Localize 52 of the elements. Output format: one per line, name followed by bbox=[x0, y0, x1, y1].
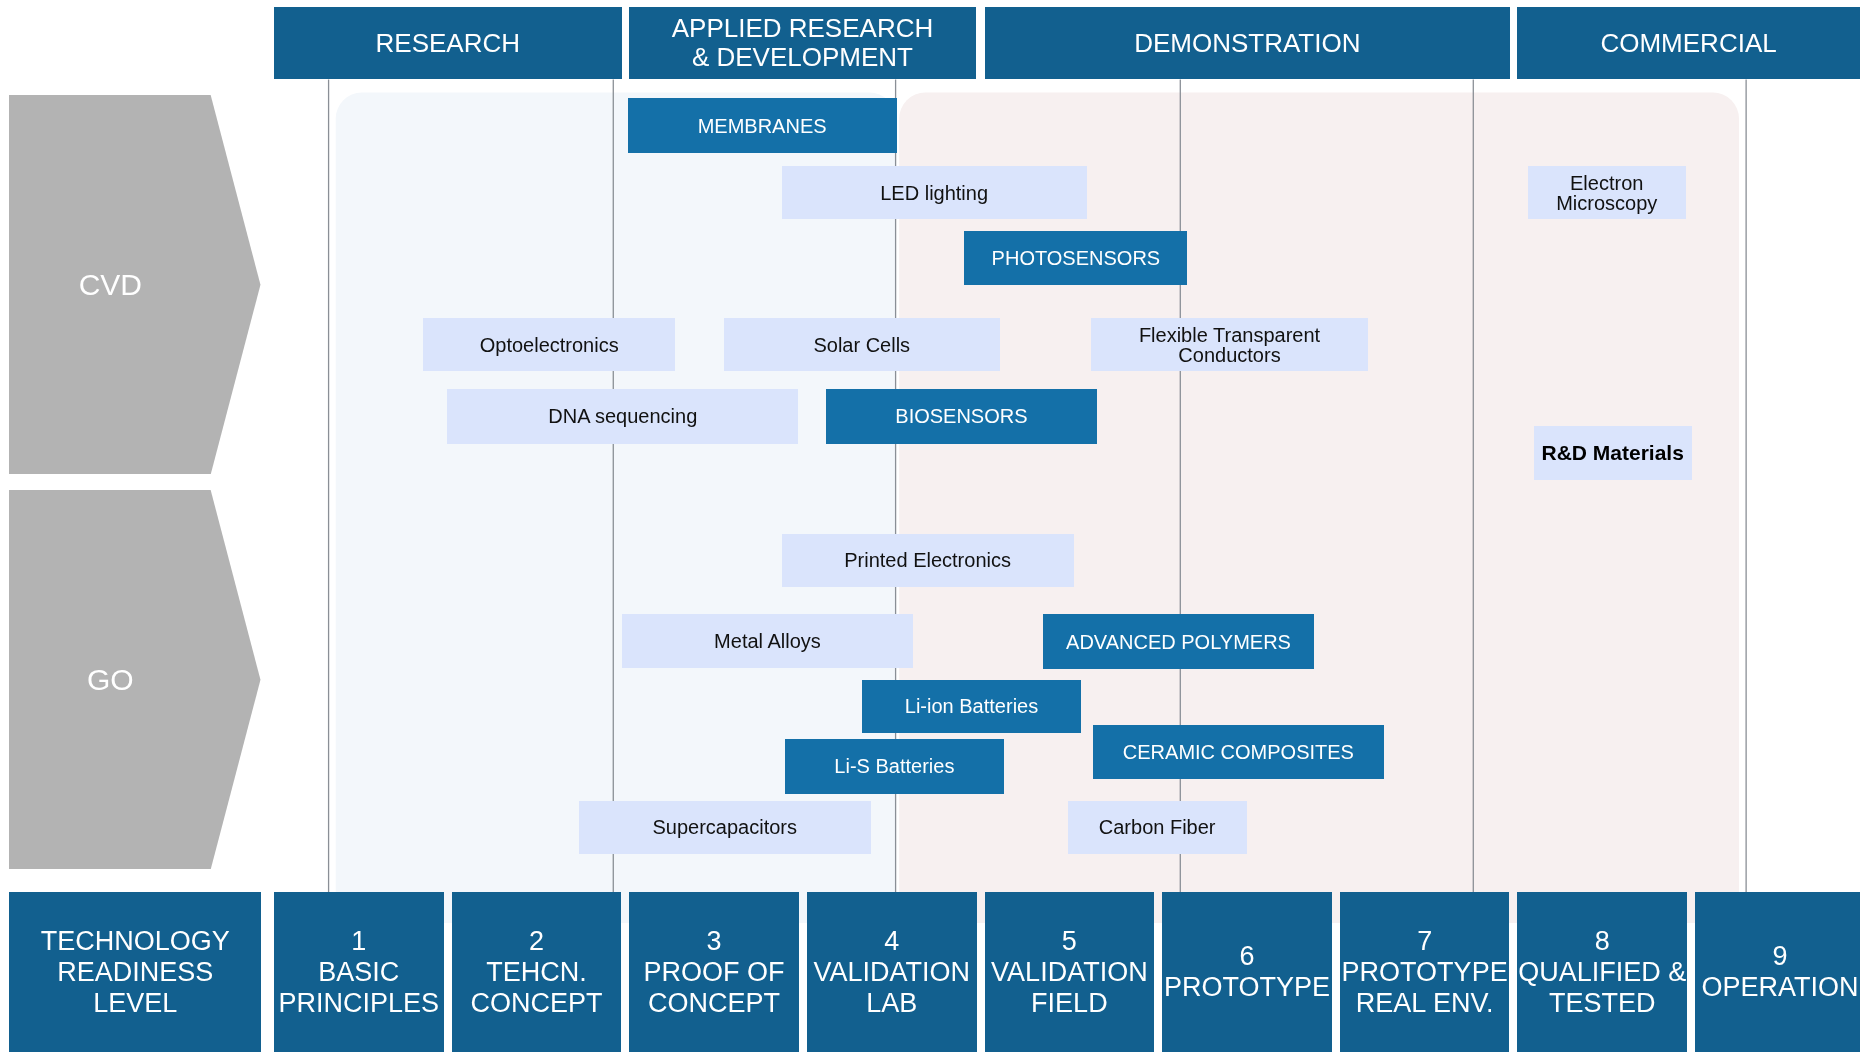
level-number: 8 bbox=[1594, 925, 1610, 957]
level-name: PROOF OF CONCEPT bbox=[642, 956, 786, 1019]
phase-header: RESEARCH bbox=[274, 7, 622, 80]
application-label: Li-ion Batteries bbox=[862, 679, 1081, 734]
level-name: PROTOTYPE bbox=[1164, 972, 1331, 1004]
level-number: 4 bbox=[884, 925, 900, 957]
level-box bbox=[451, 892, 622, 1052]
application-label: BIOSENSORS bbox=[825, 389, 1098, 444]
level-name: VALIDATION LAB bbox=[812, 956, 971, 1019]
level-number: 1 bbox=[351, 925, 367, 957]
application-label: DNA sequencing bbox=[447, 389, 799, 444]
phase-header: DEMONSTRATION bbox=[984, 7, 1511, 80]
application-label: Li-S Batteries bbox=[785, 739, 1004, 794]
application-label: Metal Alloys bbox=[621, 614, 914, 668]
level-number: 9 bbox=[1772, 941, 1788, 973]
level-box bbox=[806, 892, 977, 1052]
application-label: Electron Microscopy bbox=[1527, 166, 1686, 220]
level-number: 3 bbox=[706, 925, 722, 957]
level-name: QUALIFIED & TESTED bbox=[1517, 956, 1688, 1019]
row-label: CVD bbox=[77, 267, 143, 302]
level-box bbox=[1517, 892, 1688, 1052]
application-label: PHOTOSENSORS bbox=[964, 231, 1188, 285]
application-label: ADVANCED POLYMERS bbox=[1042, 614, 1315, 669]
level-box bbox=[274, 892, 444, 1052]
application-label: Supercapacitors bbox=[578, 800, 871, 855]
level-number: 2 bbox=[528, 925, 544, 957]
level-number: 7 bbox=[1417, 925, 1433, 957]
level-name: PROTOTYPE REAL ENV. bbox=[1340, 956, 1509, 1019]
level-box bbox=[1339, 892, 1510, 1052]
row-label: GO bbox=[85, 662, 135, 697]
level-name: VALIDATION FIELD bbox=[990, 956, 1149, 1019]
axis-title: TECHNOLOGY READINESS LEVEL bbox=[9, 892, 261, 1052]
level-name: BASIC PRINCIPLES bbox=[277, 956, 441, 1019]
application-label: CERAMIC COMPOSITES bbox=[1092, 724, 1385, 780]
level-number: 6 bbox=[1239, 941, 1255, 973]
application-label: MEMBRANES bbox=[627, 98, 897, 153]
application-label: Solar Cells bbox=[723, 317, 1000, 372]
level-box bbox=[629, 892, 799, 1052]
application-label: Carbon Fiber bbox=[1067, 800, 1247, 855]
level-name: TEHCN. CONCEPT bbox=[469, 956, 604, 1019]
phase-header: COMMERCIAL bbox=[1517, 7, 1860, 80]
level-box bbox=[1695, 892, 1860, 1052]
level-box bbox=[1162, 892, 1332, 1052]
level-box bbox=[984, 892, 1155, 1052]
application-label: R&D Materials bbox=[1533, 425, 1692, 481]
application-label: Flexible Transparent Conductors bbox=[1091, 317, 1368, 372]
level-number: 5 bbox=[1061, 925, 1077, 957]
application-label: Printed Electronics bbox=[781, 533, 1074, 588]
level-name: OPERATION bbox=[1701, 972, 1859, 1004]
phase-header: APPLIED RESEARCH & DEVELOPMENT bbox=[628, 7, 977, 80]
application-label: Optoelectronics bbox=[423, 317, 675, 372]
application-label: LED lighting bbox=[781, 166, 1087, 220]
